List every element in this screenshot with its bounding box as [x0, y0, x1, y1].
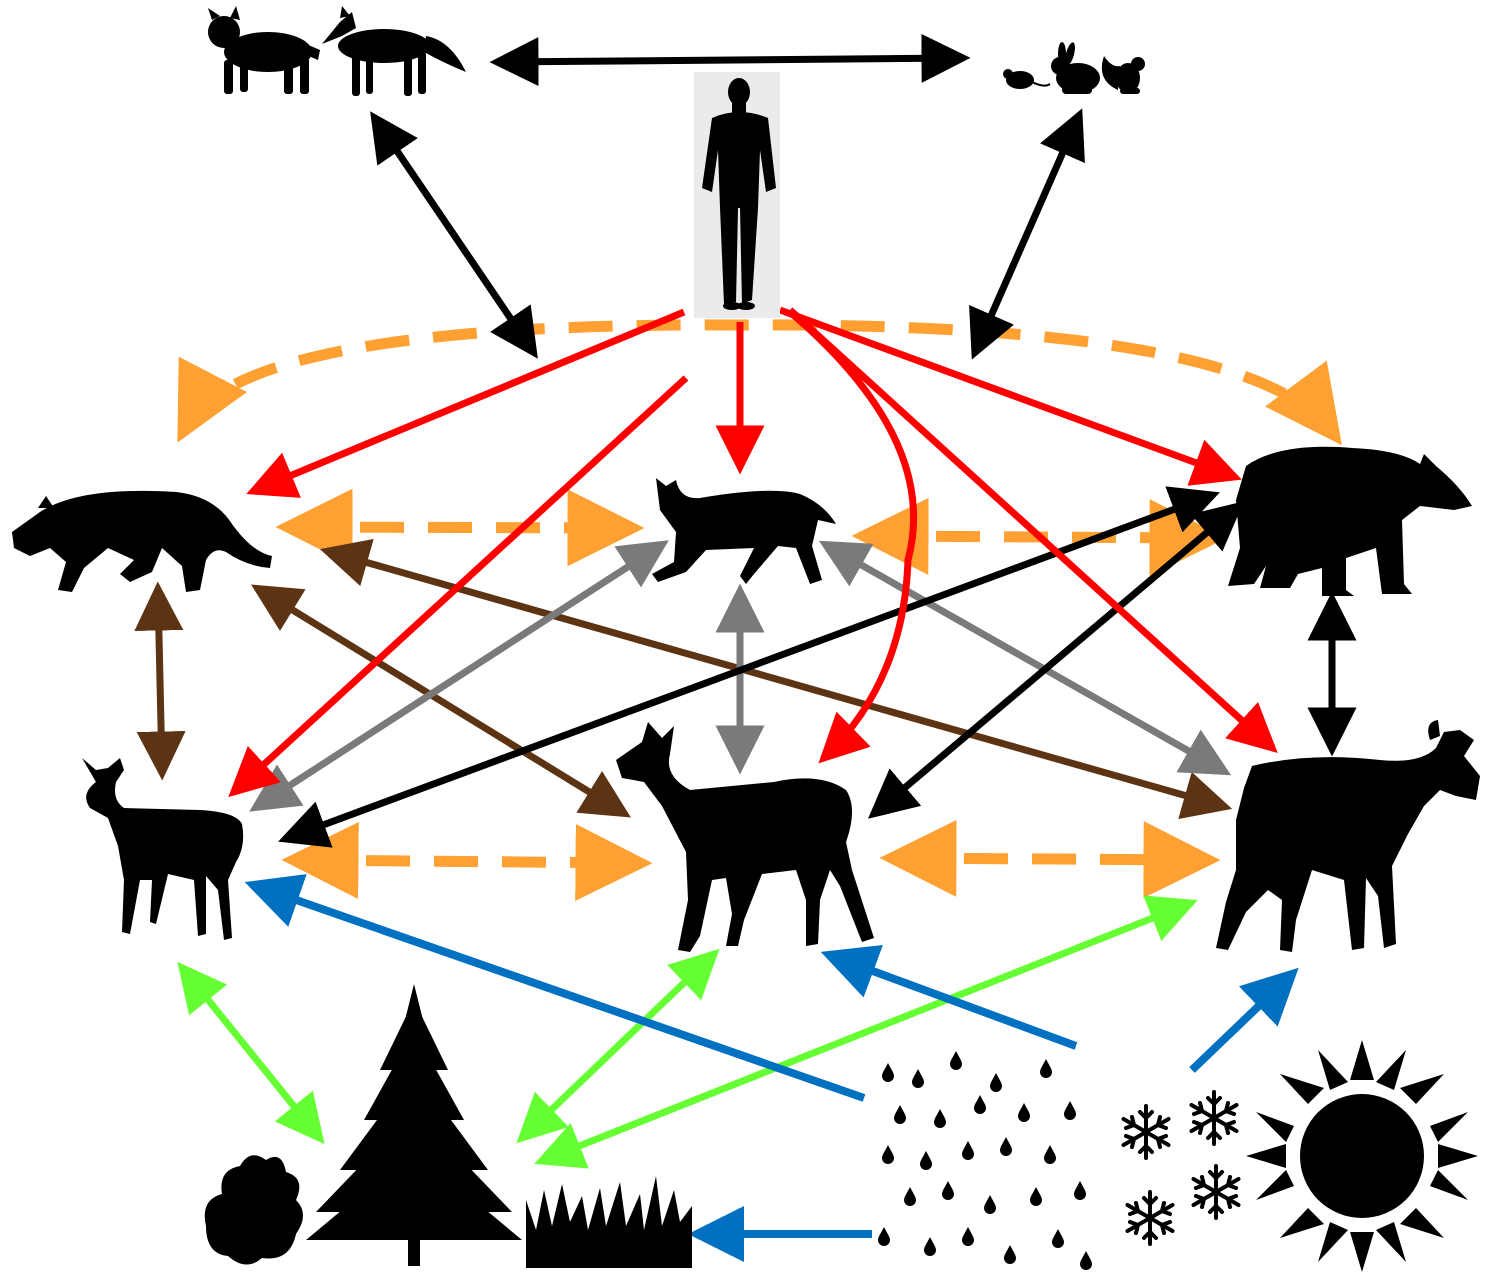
vegetation-deer-arrow	[184, 970, 318, 1136]
rain-icon	[878, 1051, 1092, 1270]
smallmammal-guild-arrow	[976, 118, 1078, 350]
bear-icon	[1228, 447, 1472, 596]
snowflake-icon	[1124, 1092, 1239, 1244]
rabbit-icon	[1051, 41, 1100, 94]
bobcat-coyote-icon	[208, 6, 466, 96]
rain-deer-arrow	[256, 886, 864, 1098]
human-icon	[694, 72, 780, 318]
deer-icon	[82, 758, 243, 940]
cougar-icon	[12, 491, 272, 592]
bobcat-smallmammal-arrow	[500, 58, 960, 62]
carnivore-competition-arrows	[185, 325, 1332, 863]
cougar-deer-arrow	[158, 592, 162, 770]
vegetation-elk-arrow	[524, 956, 712, 1136]
grass-icon	[526, 1176, 692, 1268]
mouse-icon	[1003, 69, 1050, 89]
elk-icon	[616, 722, 874, 952]
bobcat-icon	[208, 6, 320, 94]
deer-elk-competition-arrow	[298, 860, 636, 863]
conifer-tree-icon	[306, 984, 522, 1266]
wolf-icon	[652, 478, 836, 584]
cougar-bear-competition-arrow	[185, 325, 1332, 432]
cougar-moose-arrow	[330, 552, 1222, 806]
cougar-wolf-competition-arrow	[292, 527, 628, 528]
snow-moose-arrow	[1192, 976, 1290, 1070]
moose-icon	[1216, 720, 1480, 952]
coyote-icon	[322, 6, 466, 96]
vegetation-moose-arrow	[544, 904, 1188, 1160]
mouse-rabbit-squirrel-icon	[1003, 41, 1145, 94]
human-deer-arrow	[236, 378, 686, 790]
bobcat-guild-arrow	[376, 120, 532, 350]
elk-moose-competition-arrow	[896, 858, 1204, 860]
shrub-icon	[205, 1155, 303, 1264]
squirrel-icon	[1102, 56, 1145, 94]
sun-icon	[1246, 1040, 1478, 1272]
